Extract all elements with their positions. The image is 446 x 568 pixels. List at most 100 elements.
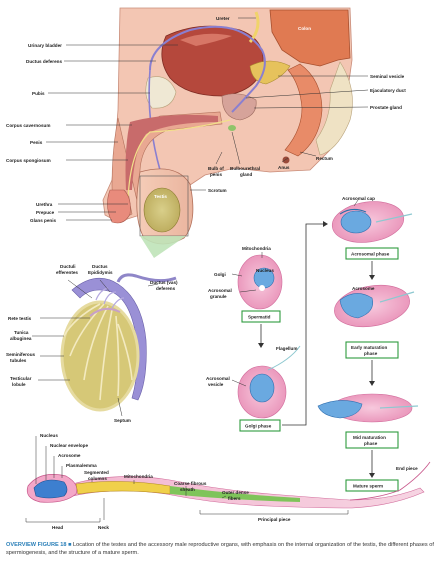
bladder-highlight [180,33,232,46]
label-sp-nucleus: Nucleus [40,433,58,438]
label-testis: Testis [154,194,167,199]
label-segmented-1: Segmented [84,470,109,475]
label-glans-penis: Glans penis [30,218,56,223]
early-maturation-cell [334,284,415,328]
spermiogenesis: Mitochondria Nucleus Golgi Acrosomal gra… [206,196,419,492]
phase-mid-1: Mid maturation [353,435,386,440]
testis-shape [143,187,181,233]
label-rete-testis: Rete testis [8,316,32,321]
label-acrosome-mid: Acrosome [352,286,375,291]
spermatid-cell [237,254,283,310]
rectum-shape [284,63,323,157]
phase-box-acrosomal [345,247,399,260]
rete-testis [89,307,121,317]
colon-shape [269,9,351,67]
label-scrotum: Scrotum [208,188,227,193]
phase-mid-2: phase [364,441,378,446]
ductus-deferens-line [149,25,266,113]
corpus-cavernosum-shape [125,114,218,190]
testis-labels: Ductuli efferentes Ductus Epididymis Duc… [6,264,178,423]
phase-golgi: Golgi phase [245,424,272,429]
prostate-shape [221,93,257,121]
label-ejaculatory-duct: Ejaculatory duct [370,88,406,93]
pubis-shape [145,76,177,109]
testis-detail [60,273,177,412]
label-plasmalemma: Plasmalemma [66,463,97,468]
urethra-line [127,119,231,201]
label-coarse-1: Coarse fibrous [174,481,207,486]
pelvic-labels: Ureter Urinary bladder Ductus deferens C… [6,16,406,223]
label-coarse-2: sheath [180,487,195,492]
label-golgi: Golgi [214,272,226,277]
label-bulbourethral-1: Bulbourethral [230,166,260,171]
label-outer-1: Outer dense [222,490,249,495]
label-sp-acrosome: Acrosome [58,453,81,458]
glans-shape [107,189,131,224]
label-acro-granule-2: granule [210,294,227,299]
label-tunica-2: albuginea [10,336,32,341]
label-bulb-2: penis [210,172,222,177]
label-flagellum: Flagellum [276,346,297,351]
pelvic-section [102,7,353,245]
label-ductuli-1: Ductuli [60,264,76,269]
label-prepuce: Prepuce [36,210,55,215]
label-acro-granule-1: Acrosomal [208,288,232,293]
label-urinary-bladder: Urinary bladder [28,43,62,48]
label-seminal-vesicle: Seminal vesicle [370,74,405,79]
phase-early-1: Early maturation [351,345,387,350]
acrosomal-phase-cell [331,201,413,243]
vas-deferens-tube [116,273,177,283]
phase-spermatid: Spermatid [248,315,271,320]
sperm-labels: Nucleus Nuclear envelope Acrosome Plasma… [25,433,418,530]
anus-shape [282,156,290,164]
label-segmented-2: columns [88,476,107,481]
figure-caption: OVERVIEW FIGURE 18 ■ Location of the tes… [6,541,440,557]
sperm-nucleus [33,479,68,499]
label-acrosomal-cap: Acrosomal cap [342,196,375,201]
label-semini-2: tubules [10,358,27,363]
label-rectum: Rectum [316,156,333,161]
mature-sperm [26,461,431,509]
label-testicular-1: Testicular [10,376,32,381]
label-ductuli-2: efferentes [56,270,78,275]
phase-box-golgi [239,419,281,432]
label-ureter: Ureter [216,16,230,21]
phase-box-early [345,341,399,359]
zoom-indicator [140,236,186,258]
label-testicular-2: lobule [12,382,26,387]
label-tunica-1: Tunica [14,330,29,335]
lobule-septa [63,303,133,401]
golgi-phase-cell [237,345,301,419]
label-ductus-deferens: Ductus deferens [26,59,62,64]
label-urethra: Urethra [36,202,53,207]
label-acro-vesicle-2: vesicle [208,382,224,387]
epididymis-shape [71,277,147,401]
label-head: Head [52,525,63,530]
label-prostate-gland: Prostate gland [370,105,402,110]
arrow-golgi-acrosomal [282,223,326,426]
label-colon: Colon [298,26,311,31]
label-outer-2: fibers [228,496,241,501]
label-septum: Septum [114,418,131,423]
phase-box-mid [345,431,399,449]
label-anus: Anus [278,165,290,170]
phase-acrosomal: Acrosomal phase [351,252,390,257]
label-nuclear-envelope: Nuclear envelope [50,443,88,448]
bulbourethral-shape [228,125,236,131]
label-penis: Penis [30,140,43,145]
caption-text: Location of the testes and the accessory… [6,542,434,556]
label-bulb-1: Bulb of [208,166,224,171]
label-end-piece: End piece [396,466,418,471]
label-corpus-spongiosum: Corpus spongiosum [6,158,51,163]
label-vas-2: deferens [156,286,176,291]
phase-box-spermatid [241,310,281,323]
label-acro-vesicle-1: Acrosomal [206,376,230,381]
phase-mature: Mature sperm [353,484,383,489]
label-vas-1: Ductus (vas) [150,280,178,285]
label-mitochondria: Mitochondria [242,246,271,251]
label-ductus-1: Ductus [92,264,108,269]
label-principal-piece: Principal piece [258,517,291,522]
sperm-end-piece [349,461,431,501]
label-ductus-2: Epididymis [88,270,113,275]
